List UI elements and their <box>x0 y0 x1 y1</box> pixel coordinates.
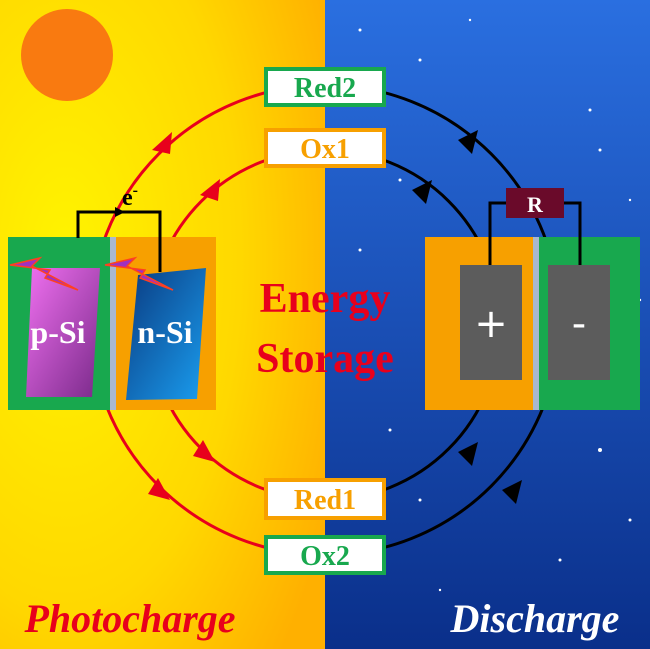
storage-label: Storage <box>256 336 394 382</box>
lightning-icon <box>9 256 79 291</box>
svg-text:-: - <box>572 301 586 347</box>
red1-label: Red1 <box>264 478 386 520</box>
ox1-label: Ox1 <box>264 128 386 168</box>
discharge-cell: R + - <box>425 188 640 410</box>
discharge-label: Discharge <box>450 596 620 641</box>
stars <box>348 18 642 592</box>
photocharge-label: Photocharge <box>23 596 235 641</box>
lightning-icon <box>104 256 174 291</box>
electron-label: e- <box>122 182 138 211</box>
svg-text:R: R <box>527 192 544 217</box>
electron-arrow-icon <box>115 207 125 217</box>
ox2-label: Ox2 <box>264 535 386 575</box>
arrow-icons <box>148 130 522 504</box>
photo-cell: e- p-Si n-Si <box>8 182 216 410</box>
svg-text:Ox2: Ox2 <box>300 541 350 572</box>
sun-icon <box>21 9 113 101</box>
svg-text:n-Si: n-Si <box>137 314 192 350</box>
resistor <box>506 188 564 218</box>
n-si-electrode <box>126 268 206 400</box>
energy-label: Energy <box>260 276 391 322</box>
svg-text:+: + <box>474 301 508 347</box>
red2-label: Red2 <box>264 67 386 107</box>
negative-electrode <box>548 265 610 380</box>
p-si-electrode <box>26 268 100 397</box>
svg-text:Ox1: Ox1 <box>300 134 350 165</box>
svg-text:p-Si: p-Si <box>30 314 85 350</box>
svg-text:Red1: Red1 <box>294 485 356 516</box>
svg-text:Red2: Red2 <box>294 73 356 104</box>
positive-electrode <box>460 265 522 380</box>
